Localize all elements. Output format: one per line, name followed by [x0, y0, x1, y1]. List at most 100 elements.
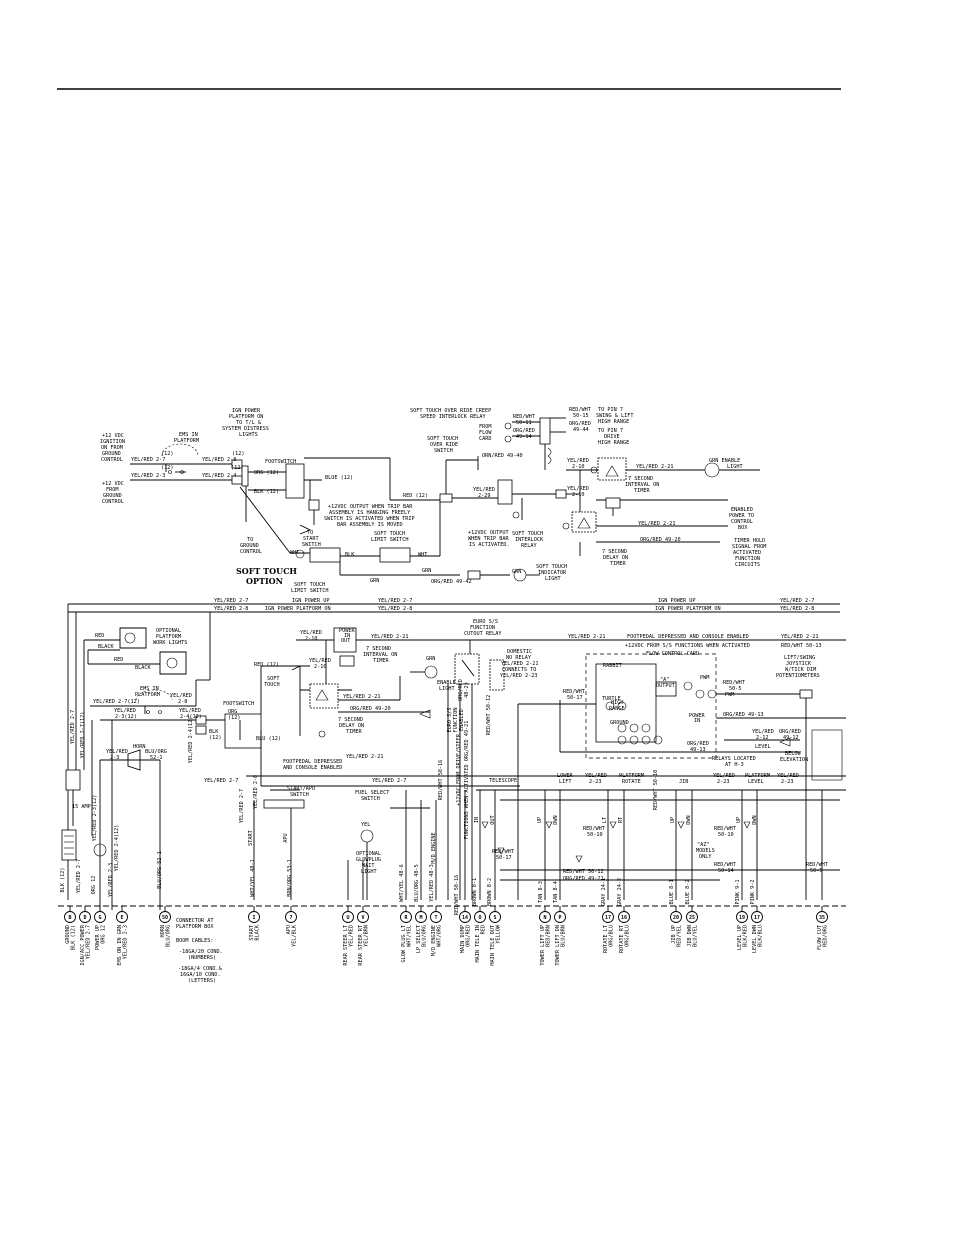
pin-function-text: LEVEL DWNBLK/BLU	[752, 925, 764, 953]
schematic-label: +12VDC OUTPUT WHEN TRIP BAR	[328, 504, 413, 510]
schematic-label: ROTATE	[622, 779, 641, 785]
connector-pin-id: B	[68, 915, 71, 921]
connector-pin: E	[116, 906, 128, 923]
bus-line-label: YEL/RED 2-7	[214, 598, 248, 604]
connector-pin-id: 20	[673, 915, 679, 921]
schematic-label: WORK LIGHTS	[153, 640, 187, 646]
connector-pin-id: N	[543, 915, 546, 921]
schematic-label: TO PIN 7	[598, 407, 623, 413]
wire-label: RED/WHT 50-16	[454, 875, 460, 916]
schematic-label: 50-10	[587, 832, 603, 838]
schematic-label: WAIT	[362, 863, 375, 869]
schematic-label: ORN/RED 49-40	[482, 453, 523, 459]
schematic-label: RABBIT	[603, 663, 622, 669]
schematic-label: FOOTSWITCH	[223, 701, 254, 707]
connector-pin-id: 19	[739, 915, 745, 921]
connector-pin: P	[554, 906, 566, 923]
schematic-label: GROUND	[610, 720, 629, 726]
pin-function-text: MAIN DUMPORG/RED	[460, 925, 472, 953]
schematic-label: LIFT/SWING	[784, 655, 815, 661]
connector-pin: 50	[159, 906, 171, 923]
schematic-label: CONNECTS TO	[502, 667, 536, 673]
pin-function-label: MAIN TELE OUTYELLOW	[490, 924, 502, 965]
schematic-label: RED/WHT	[806, 862, 828, 868]
connector-pin: 17	[602, 906, 614, 923]
schematic-label: INTERVAL ON	[625, 482, 659, 488]
connector-pin: 25	[686, 906, 698, 923]
schematic-label: EURO S/S	[473, 619, 498, 625]
schematic-label: 2-3(12)	[115, 714, 137, 720]
schematic-label: AT H-3	[725, 762, 744, 768]
schematic-label: SWITCH	[290, 792, 309, 798]
schematic-label: SOFT TOUCH	[374, 531, 405, 537]
schematic-label: LIMIT SWITCH	[371, 537, 408, 543]
schematic-label: INTERVAL ON	[363, 652, 397, 658]
connector-pin: R	[400, 906, 412, 923]
schematic-label: RELAYS LOCATED	[712, 756, 756, 762]
schematic-label: PLATFORM BOX	[176, 924, 214, 930]
bus-line-label: YEL/RED 2-7	[780, 598, 814, 604]
wire-label: BROWN 8-1	[472, 878, 478, 906]
schematic-label: OUT	[341, 638, 350, 644]
schematic-label: HIGH RANGE	[598, 440, 629, 446]
connector-pin-id: S	[493, 915, 496, 921]
schematic-label: GLOWPLUG	[356, 857, 381, 863]
schematic-label: LEVEL	[755, 744, 771, 750]
schematic-label: RED/WHT	[563, 689, 585, 695]
schematic-label: GRN ENABLE	[709, 458, 740, 464]
pin-function-text: TOWER LIFT DNBLU/BRN	[555, 925, 567, 966]
pin-function-text: FLOW CUTRED/ORG	[817, 925, 829, 950]
bus-line-label: IGN POWER PLATFORM ON	[265, 606, 331, 612]
schematic-label: OUTPUT	[656, 683, 675, 689]
connector-pin: U	[342, 906, 354, 923]
platform-control-circuit	[58, 603, 846, 910]
bus-line-label: IGN POWER PLATFORM ON	[655, 606, 721, 612]
pin-function-text: HORNBLU/ORG	[160, 925, 172, 947]
wire-label: BLUE 8-1	[669, 880, 675, 905]
schematic-label: INDICATOR	[538, 570, 567, 576]
schematic-label: BOOM CABLES:	[176, 938, 213, 944]
schematic-label: PLATFORM	[745, 773, 770, 779]
schematic-label: (12)	[209, 735, 222, 741]
connector-pin: 20	[670, 906, 682, 923]
pin-function-label: MAIN DUMPORG/RED	[460, 925, 472, 953]
pin-function-label: MAIN TELE INRED	[475, 925, 487, 962]
schematic-label: YEL/RED	[713, 773, 735, 779]
schematic-label: LEVEL	[748, 779, 764, 785]
schematic-label: FLOW	[479, 430, 492, 436]
connector-pin: V	[357, 906, 369, 923]
schematic-label: SYSTEM DISTRESS	[222, 426, 269, 432]
connector-pin-id: 7	[289, 915, 292, 921]
schematic-label: OPTIONAL	[356, 851, 381, 857]
schematic-label: FOOTSWITCH	[265, 459, 296, 465]
schematic-label: LIGHT	[727, 464, 743, 470]
pin-function-label: FLOW CUTRED/ORG	[817, 925, 829, 950]
schematic-label: POTENTIOMETERS	[776, 673, 820, 679]
schematic-label: TO T/L &	[236, 420, 262, 426]
connector-pin: 17	[751, 906, 763, 923]
connector-pin-id: 35	[819, 915, 825, 921]
wire-label: EURO S/S	[447, 708, 453, 733]
schematic-label: SOFT TOUCH	[427, 436, 458, 442]
schematic-label: BLK	[209, 729, 219, 735]
schematic-label: PLATFORM	[619, 773, 644, 779]
wire-label: RT	[618, 817, 624, 823]
pin-function-label: JIB UPRED/YEL	[671, 925, 683, 947]
schematic-label: 49-44	[573, 427, 589, 433]
pin-function-label: GROUNDBLK (12)	[65, 925, 77, 950]
schematic-label: CONTROL	[240, 549, 262, 555]
schematic-label: YEL/RED 2-21	[346, 754, 383, 760]
schematic-label: YEL/RED 2-21	[501, 661, 538, 667]
connector-pin-id: 16	[621, 915, 627, 921]
connector-pin: O	[474, 906, 486, 923]
schematic-label: TURTLE	[602, 696, 621, 702]
wire-label: TAN 8-4	[553, 881, 559, 903]
pin-function-label: REAR STEER LTYEL/RED	[343, 925, 355, 966]
schematic-label: RED/WHT 50-13	[781, 643, 822, 649]
schematic-label: JOYSTICK	[786, 661, 812, 667]
schematic-label: YEL/RED 2-7	[372, 778, 406, 784]
bus-line-label: IGN POWER UP	[292, 598, 329, 604]
bus-line-label: YEL/RED 2-8	[214, 606, 248, 612]
wire-label: PINK 9-2	[750, 880, 756, 905]
connector-pin-id: R	[404, 915, 408, 921]
